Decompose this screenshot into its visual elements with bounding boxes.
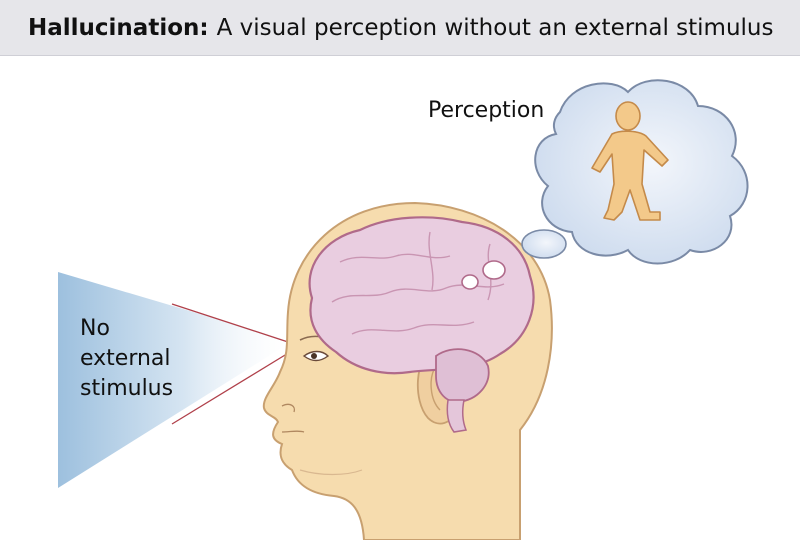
- title-term: Hallucination:: [28, 14, 209, 41]
- cone-upper-line: [171, 303, 289, 343]
- cone-lower-line: [171, 351, 291, 425]
- hallucination-diagram: [58, 79, 749, 540]
- human-figure-icon: [591, 101, 669, 221]
- brain-icon: [308, 216, 535, 375]
- no-external-stimulus-label: No external stimulus: [80, 314, 173, 404]
- thought-bubble-small: [461, 274, 479, 290]
- nostril-line: [281, 403, 296, 413]
- stimulus-label-line: No: [80, 316, 110, 341]
- brain-fold: [351, 321, 475, 335]
- thought-bubble-large: [521, 229, 567, 259]
- brain-fold: [428, 231, 434, 291]
- stimulus-cone-icon: [58, 272, 288, 488]
- brainstem-icon: [446, 399, 468, 433]
- perception-label: Perception: [428, 98, 545, 123]
- title-definition: A visual perception without an external …: [216, 14, 774, 41]
- stimulus-label-line: stimulus: [80, 376, 174, 401]
- brain-fold: [339, 253, 451, 263]
- stimulus-label-line: external: [80, 346, 171, 371]
- mouth-line: [281, 430, 305, 433]
- cerebellum-icon: [435, 348, 490, 403]
- thought-bubble-medium: [482, 260, 506, 280]
- title-bar: Hallucination: A visual perception witho…: [0, 0, 800, 56]
- eye-pupil: [311, 353, 317, 359]
- jaw-line: [299, 469, 363, 476]
